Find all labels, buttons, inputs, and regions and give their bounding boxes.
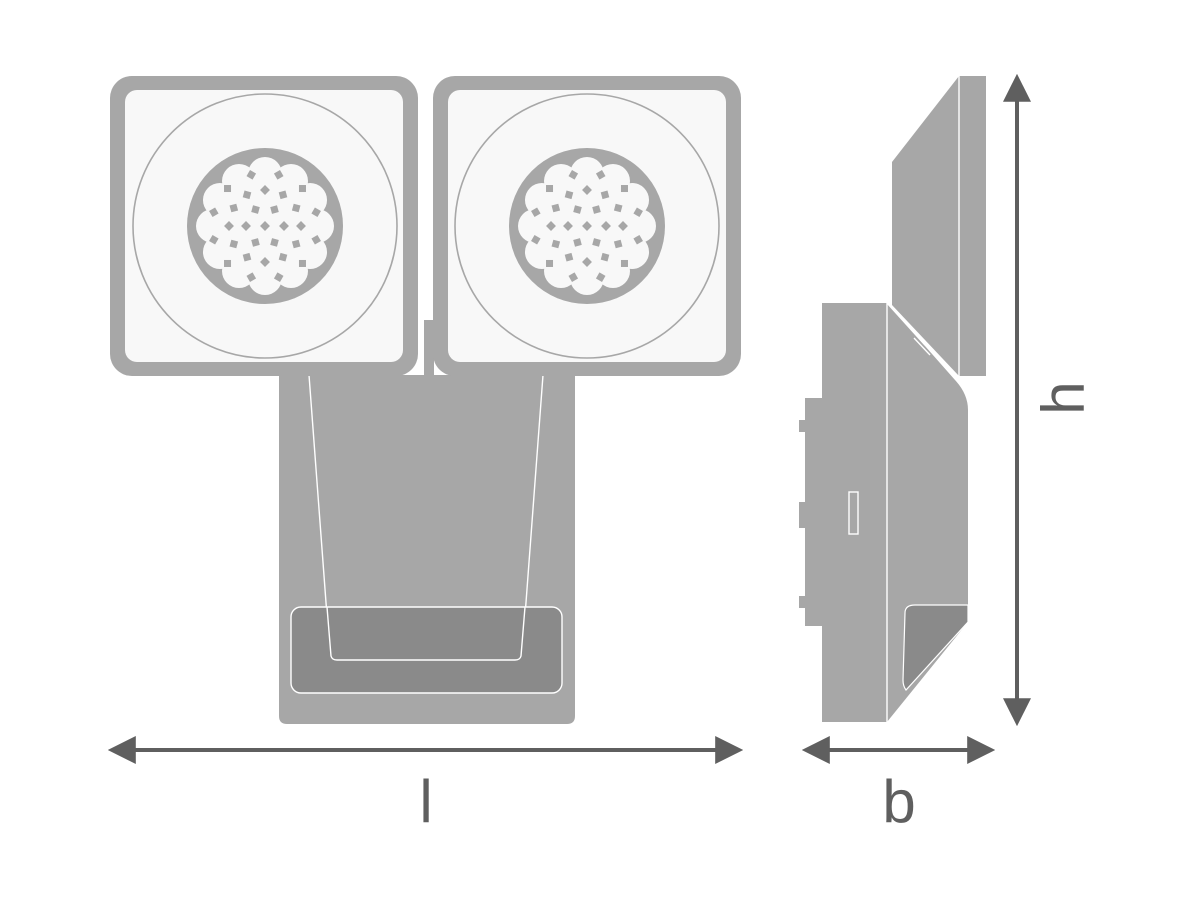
side-body [822,303,968,722]
led-dot [278,190,288,200]
side-switch-slot [848,491,859,535]
led-dot [613,203,623,213]
led-dot [270,238,279,247]
led-dot [592,238,601,247]
led-dot [600,190,610,200]
height-label: h [1030,381,1097,414]
led-dot [620,259,628,267]
side-sensor [902,604,969,691]
led-dot [311,234,321,245]
led-dot [209,207,219,218]
width-label: b [882,768,915,835]
side-lamp-head [892,76,986,376]
side-view [799,76,986,722]
led-dot [246,170,257,180]
led-dot [251,238,260,247]
led-dot [241,221,251,231]
led-dot [633,234,643,245]
led-dot [242,190,252,200]
led-dot [595,170,606,180]
led-dot [595,272,606,282]
led-dot [551,239,561,249]
led-dot [278,252,288,262]
led-dot [568,170,579,180]
led-dot [224,221,234,231]
led-dot [633,207,643,218]
led-dot [273,272,284,282]
led-dot [229,239,239,249]
right-lamp-head [433,76,741,376]
led-dot [613,239,623,249]
flower-icon [518,157,656,295]
led-dot [592,205,601,214]
sensor-window [290,606,563,694]
left-lamp-head [110,76,418,376]
led-dot [298,259,306,267]
led-dot [582,221,592,231]
led-dot [291,203,301,213]
led-dot [229,203,239,213]
led-dot [270,205,279,214]
led-dot [242,252,252,262]
led-dot [618,221,628,231]
led-dot [564,252,574,262]
led-dot [224,185,232,193]
led-dot [273,170,284,180]
led-dot [251,205,260,214]
led-dot [601,221,611,231]
led-dot [573,205,582,214]
led-dot [573,238,582,247]
flower-icon [196,157,334,295]
led-dot [291,239,301,249]
led-dot [531,207,541,218]
led-dot [531,234,541,245]
led-dot [311,207,321,218]
front-view [110,76,741,724]
length-label: l [419,768,432,835]
led-dot [546,221,556,231]
led-dot [224,259,232,267]
led-dot [568,272,579,282]
led-dot [600,252,610,262]
led-dot [246,272,257,282]
led-dot [546,185,554,193]
plate-taper-line-inner [326,606,526,661]
led-dot [209,234,219,245]
led-dot [564,190,574,200]
led-dot [298,185,306,193]
led-dot [620,185,628,193]
led-dot [563,221,573,231]
led-dot [551,203,561,213]
led-dot [582,257,592,267]
dimension-lines [107,73,1031,764]
side-back-bracket [805,398,822,626]
led-dot [582,185,592,195]
led-dot [546,259,554,267]
